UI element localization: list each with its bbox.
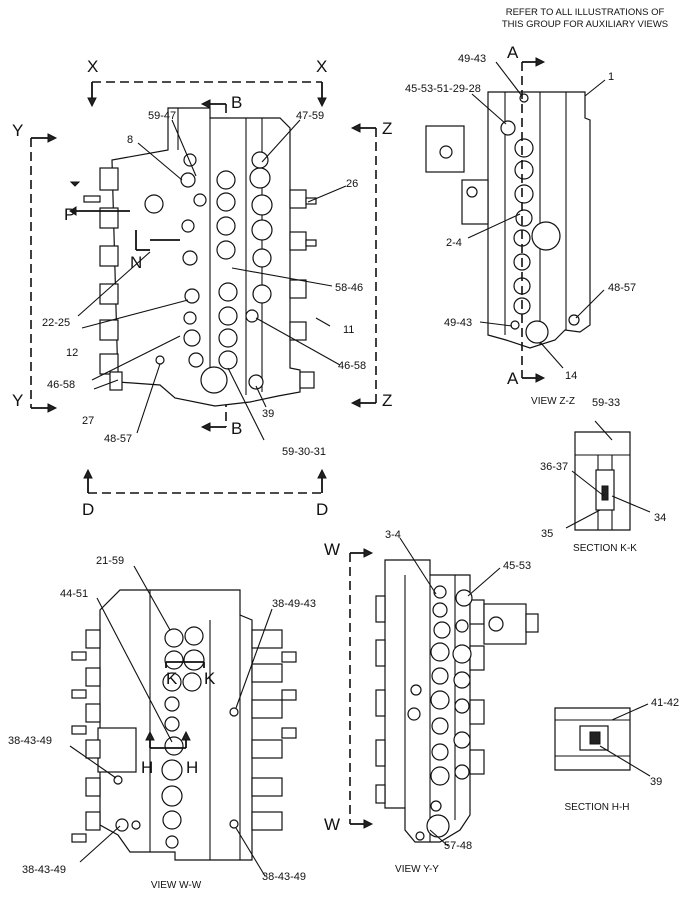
- view-zz-leaders: [467, 61, 606, 369]
- callout-8: 8: [127, 134, 133, 146]
- callout-48-57: 48-57: [104, 433, 132, 445]
- section-letter-a-bottom: A: [507, 369, 519, 388]
- callout-58-46: 58-46: [335, 282, 363, 294]
- section-letter-y-top: Y: [12, 121, 23, 140]
- section-letter-h-left: H: [141, 758, 153, 777]
- callout-46-58-right: 46-58: [338, 360, 366, 372]
- callout-ww-38-49-43: 38-49-43: [272, 598, 316, 610]
- section-letter-h-right: H: [186, 758, 198, 777]
- section-letter-y-bottom: Y: [12, 391, 23, 410]
- callout-22-25: 22-25: [42, 317, 70, 329]
- view-zz-labels: A A 49-43 45-53-51-29-28 1 2-4 48-57 49-…: [405, 43, 636, 407]
- main-view-section-letters: X X Y Y Z Z B B D D P N: [12, 57, 392, 519]
- view-ww-leaders: [69, 565, 273, 877]
- callout-zz-1: 1: [608, 71, 614, 83]
- caption-view-ww: VIEW W-W: [151, 880, 202, 891]
- section-kk-drawing: [565, 420, 651, 531]
- callout-39: 39: [262, 408, 274, 420]
- view-yy-body: [375, 559, 539, 843]
- callout-59-30-31: 59-30-31: [282, 446, 326, 458]
- section-letter-b-top: B: [231, 93, 242, 112]
- callout-zz-49-43-bottom: 49-43: [444, 317, 472, 329]
- port-letter-n: N: [130, 253, 142, 272]
- section-letter-d-right: D: [316, 500, 328, 519]
- view-ww-body: [71, 589, 297, 861]
- view-yy-labels: 3-4 45-53 57-48 VIEW Y-Y: [385, 529, 531, 875]
- section-letter-d-left: D: [82, 500, 94, 519]
- header-note-line-1: REFER TO ALL ILLUSTRATIONS OF: [506, 7, 665, 18]
- callout-12: 12: [66, 347, 78, 359]
- callout-47-59: 47-59: [296, 110, 324, 122]
- main-valve-body: [83, 107, 317, 407]
- callout-hh-41-42: 41-42: [651, 697, 679, 709]
- section-letter-k-right: K: [204, 669, 216, 688]
- section-letter-k-left: K: [166, 669, 178, 688]
- section-letter-z-bottom: Z: [382, 391, 392, 410]
- view-zz-body: [425, 91, 591, 349]
- callout-ww-38-43-49-bottom-left: 38-43-49: [22, 864, 66, 876]
- section-letter-x-left: X: [87, 57, 98, 76]
- callout-kk-36-37: 36-37: [540, 461, 568, 473]
- port-letter-p: P: [64, 205, 75, 224]
- callout-ww-44-51: 44-51: [60, 588, 88, 600]
- callout-hh-39: 39: [650, 776, 662, 788]
- callout-kk-35: 35: [541, 528, 553, 540]
- main-view-callouts: 59-47 8 47-59 26 58-46 22-25 11 12 46-58…: [42, 110, 366, 458]
- callout-zz-14: 14: [565, 370, 577, 382]
- callout-kk-34: 34: [654, 512, 666, 524]
- view-zz-section-line: [521, 57, 546, 383]
- callout-yy-57-48: 57-48: [444, 840, 472, 852]
- callout-ww-38-43-49-bottom-right: 38-43-49: [262, 871, 306, 883]
- callout-11: 11: [343, 324, 354, 336]
- callout-zz-48-57: 48-57: [608, 282, 636, 294]
- callout-46-58-left: 46-58: [47, 379, 75, 391]
- section-letter-w-top: W: [324, 540, 340, 559]
- section-hh-drawing: [554, 703, 651, 777]
- main-view-p-n-marks: [69, 181, 180, 251]
- view-ww-section-marks: [145, 548, 374, 829]
- callout-kk-59-33: 59-33: [592, 397, 620, 409]
- caption-section-kk: SECTION K-K: [573, 543, 637, 554]
- callout-zz-2-4: 2-4: [446, 237, 462, 249]
- callout-yy-45-53: 45-53: [503, 560, 531, 572]
- section-letter-w-bottom: W: [324, 815, 340, 834]
- callout-ww-21-59: 21-59: [96, 555, 124, 567]
- section-letter-a-top: A: [507, 43, 519, 62]
- callout-27: 27: [82, 415, 94, 427]
- main-view-leaders: [77, 119, 347, 441]
- callout-yy-3-4: 3-4: [385, 529, 401, 541]
- section-kk-labels: 59-33 36-37 34 35 SECTION K-K: [540, 397, 666, 554]
- header-note-line-2: THIS GROUP FOR AUXILIARY VIEWS: [502, 19, 668, 30]
- caption-section-hh: SECTION H-H: [565, 802, 630, 813]
- section-letter-b-bottom: B: [231, 419, 242, 438]
- section-hh-labels: 41-42 39 SECTION H-H: [565, 697, 680, 813]
- section-letter-z-top: Z: [382, 119, 392, 138]
- view-yy-leaders: [399, 537, 501, 847]
- view-ww-labels: W W K K H H 21-59 44-51 38-49-43 38-43-4…: [8, 540, 340, 891]
- callout-26: 26: [346, 178, 358, 190]
- callout-zz-45-53-51-29-28: 45-53-51-29-28: [405, 83, 481, 95]
- callout-59-47: 59-47: [148, 110, 176, 122]
- caption-view-zz: VIEW Z-Z: [531, 396, 575, 407]
- callout-ww-38-43-49-left: 38-43-49: [8, 735, 52, 747]
- caption-view-yy: VIEW Y-Y: [395, 864, 439, 875]
- callout-zz-49-43-top: 49-43: [458, 53, 486, 65]
- section-letter-x-right: X: [316, 57, 327, 76]
